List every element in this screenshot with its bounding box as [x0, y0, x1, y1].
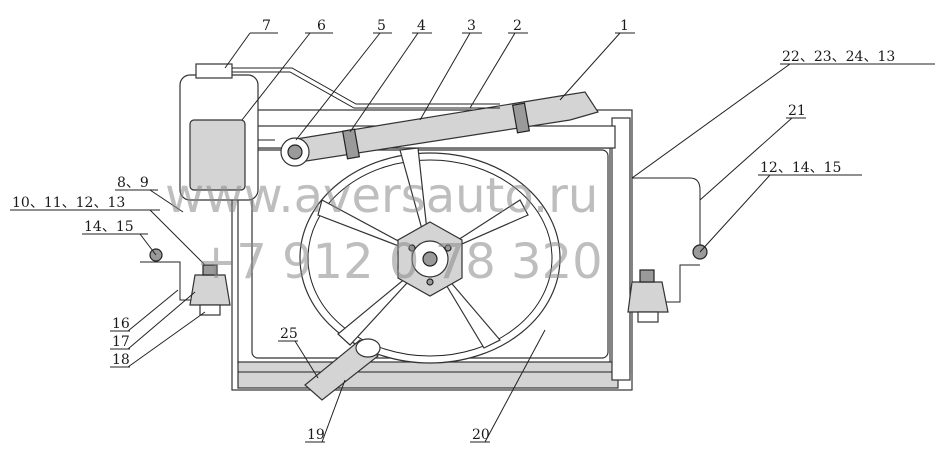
callout-12-14-15: 12、14、15 — [760, 160, 841, 176]
watermark: www.aversauto.ru +7 912 0 78 320 — [165, 168, 603, 290]
callout-14-15: 14、15 — [84, 219, 134, 235]
fan — [317, 147, 529, 349]
callout-20: 20 — [472, 427, 490, 443]
callout-21: 21 — [788, 103, 806, 119]
expansion-tank — [179, 63, 275, 201]
callout-5: 5 — [377, 18, 386, 34]
callout-10-11-12-13: 10、11、12、13 — [12, 195, 125, 211]
callout-1: 1 — [620, 18, 629, 34]
overflow-pipe — [228, 67, 500, 109]
watermark-phone: +7 912 0 78 320 — [196, 234, 603, 290]
callout-17: 17 — [112, 334, 130, 350]
upper-hose — [280, 91, 599, 167]
right-mount — [627, 264, 700, 323]
callout-22-23-24-13: 22、23、24、13 — [782, 49, 895, 65]
callout-2: 2 — [513, 18, 522, 34]
callout-19: 19 — [307, 427, 325, 443]
side-pipe — [632, 177, 708, 260]
callout-7: 7 — [262, 18, 271, 34]
leader-lines — [10, 32, 935, 443]
callout-labels: 7 6 5 4 3 2 1 22、23、24、13 21 12、14、15 8、… — [12, 18, 895, 443]
callout-8-9: 8、9 — [117, 175, 149, 191]
callout-16: 16 — [112, 316, 130, 332]
lower-hose — [304, 338, 381, 401]
callout-4: 4 — [417, 18, 426, 34]
callout-3: 3 — [467, 18, 476, 34]
callout-25: 25 — [280, 326, 298, 342]
watermark-site: www.aversauto.ru — [165, 168, 598, 224]
callout-18: 18 — [112, 352, 130, 368]
callout-6: 6 — [317, 18, 326, 34]
